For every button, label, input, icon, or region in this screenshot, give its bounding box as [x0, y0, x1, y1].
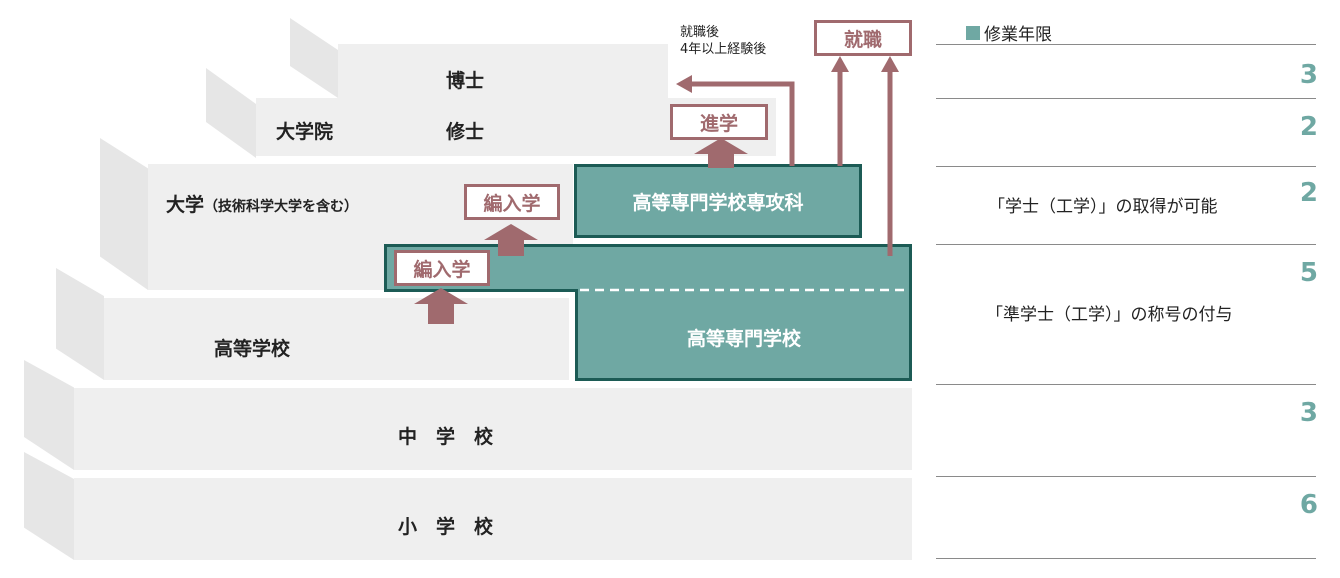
employment-tag: 就職	[814, 20, 912, 56]
years-doctor: 3	[1299, 60, 1318, 90]
label-university: 大学（技術科学大学を含む）	[166, 190, 358, 217]
transfer-tag-lower: 編入学	[394, 250, 490, 286]
years-master: 2	[1299, 112, 1318, 142]
divider	[936, 558, 1316, 559]
advance-tag: 進学	[670, 104, 768, 140]
divider	[936, 384, 1316, 385]
years-advanced-course: 2	[1299, 178, 1318, 208]
transfer-arrow-upper	[484, 224, 538, 256]
label-elementary: 小 学 校	[398, 516, 494, 538]
employment-arrows	[676, 56, 899, 256]
tier-side-highschool	[56, 268, 104, 380]
years-kosen: 5	[1299, 258, 1318, 288]
divider	[936, 44, 1316, 45]
tier-side-elementary	[24, 452, 74, 560]
tier-doctor	[338, 44, 668, 98]
tier-side-university	[100, 138, 148, 290]
employment-note: 就職後 4年以上経験後	[680, 24, 766, 58]
label-university-main: 大学	[166, 194, 205, 216]
transfer-tag-upper: 編入学	[464, 184, 560, 220]
label-master: 修士	[446, 121, 485, 143]
label-graduate-school: 大学院	[276, 121, 334, 143]
kosen-college-label: 高等専門学校	[686, 328, 801, 350]
tier-side-junior	[24, 360, 74, 470]
years-elementary: 6	[1299, 490, 1318, 520]
note-kosen: 「準学士（工学）」の称号の付与	[986, 305, 1233, 325]
tier-elementary	[74, 478, 912, 560]
divider	[936, 244, 1316, 245]
legend-square-icon	[966, 25, 980, 40]
label-university-note: （技術科学大学を含む）	[204, 199, 359, 215]
tier-junior	[74, 388, 912, 470]
employment-note-line2: 4年以上経験後	[680, 42, 767, 57]
years-junior-high: 3	[1299, 398, 1318, 428]
legend-title: 修業年限	[984, 25, 1052, 45]
label-highschool: 高等学校	[214, 338, 291, 360]
advance-arrow	[694, 138, 748, 168]
divider	[936, 166, 1316, 167]
legend: 修業年限	[966, 20, 1052, 45]
divider	[936, 98, 1316, 99]
note-advanced-course: 「学士（工学）」の取得が可能	[988, 197, 1218, 217]
divider	[936, 476, 1316, 477]
tier-side-doctor	[290, 18, 338, 98]
kosen-college-outline	[384, 244, 912, 381]
transfer-arrow-lower	[414, 288, 468, 324]
employment-note-line1: 就職後	[680, 25, 720, 40]
tier-highschool	[104, 298, 569, 380]
label-junior-high: 中 学 校	[398, 426, 494, 448]
tier-side-master	[206, 68, 256, 158]
label-doctor: 博士	[446, 70, 485, 92]
